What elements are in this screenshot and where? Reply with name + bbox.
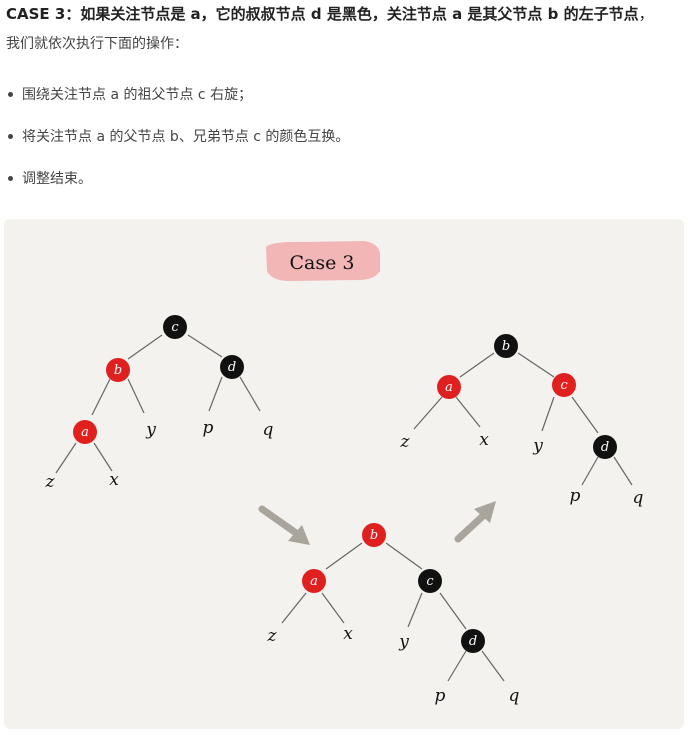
- tree-node: c: [552, 373, 576, 397]
- leaf-label: y: [532, 436, 543, 456]
- svg-text:a: a: [310, 574, 318, 589]
- tree3-edges: [413, 352, 633, 486]
- tree3-leaves: z x y p q: [400, 430, 644, 508]
- svg-text:d: d: [228, 360, 236, 375]
- leaf-label: x: [109, 470, 119, 490]
- step-text: 调整结束。: [22, 171, 92, 187]
- case-label: Case 3: [290, 252, 355, 274]
- tree-node: a: [437, 375, 461, 399]
- leaf-label: p: [570, 486, 581, 506]
- tree1-nodes: c b d a: [73, 315, 244, 444]
- leaf-label: y: [398, 632, 409, 652]
- leaf-label: q: [263, 420, 274, 440]
- svg-text:c: c: [560, 378, 568, 393]
- svg-text:b: b: [370, 528, 378, 543]
- svg-text:d: d: [469, 634, 477, 649]
- heading-tail: ，: [638, 5, 654, 23]
- tree1-edges: [55, 334, 261, 474]
- list-item: 调整结束。: [0, 168, 349, 210]
- svg-text:d: d: [601, 440, 609, 455]
- tree-node: d: [220, 355, 244, 379]
- bullet-icon: [8, 92, 13, 97]
- svg-text:a: a: [445, 380, 453, 395]
- arrow-down-right-icon: [258, 505, 310, 545]
- tree-node: d: [461, 629, 485, 653]
- leaf-label: x: [343, 624, 353, 644]
- section-heading: CASE 3：如果关注节点是 a，它的叔叔节点 d 是黑色，关注节点 a 是其父…: [6, 4, 686, 24]
- rotation-diagram: Case 3 c b d a y p q z x: [4, 219, 684, 729]
- arrow-up-right-icon: [454, 501, 496, 543]
- tree2-nodes: b a c d: [302, 523, 485, 653]
- step-text: 将关注节点 a 的父节点 b、兄弟节点 c 的颜色互换。: [22, 129, 350, 145]
- tree-node: b: [494, 334, 518, 358]
- svg-text:b: b: [114, 363, 122, 378]
- bullet-icon: [8, 176, 13, 181]
- tree3-nodes: b a c d: [437, 334, 617, 459]
- tree2-edges: [281, 542, 505, 682]
- svg-text:c: c: [171, 320, 179, 335]
- list-item: 将关注节点 a 的父节点 b、兄弟节点 c 的颜色互换。: [0, 126, 349, 168]
- list-item: 围绕关注节点 a 的祖父节点 c 右旋；: [0, 84, 349, 126]
- svg-text:b: b: [502, 339, 510, 354]
- tree-node: c: [418, 569, 442, 593]
- tree-node: c: [163, 315, 187, 339]
- tree2-leaves: z x y p q: [267, 624, 520, 706]
- leaf-label: y: [145, 420, 156, 440]
- diagram-canvas: Case 3 c b d a y p q z x: [45, 241, 644, 706]
- tree-node: a: [302, 569, 326, 593]
- leaf-label: p: [435, 686, 446, 706]
- leaf-label: q: [633, 488, 644, 508]
- leaf-label: z: [400, 432, 411, 452]
- leaf-label: z: [267, 626, 278, 646]
- leaf-label: x: [479, 430, 489, 450]
- steps-list: 围绕关注节点 a 的祖父节点 c 右旋； 将关注节点 a 的父节点 b、兄弟节点…: [0, 84, 349, 210]
- step-text: 围绕关注节点 a 的祖父节点 c 右旋；: [22, 87, 253, 103]
- heading-bold: CASE 3：如果关注节点是 a，它的叔叔节点 d 是黑色，关注节点 a 是其父…: [6, 5, 639, 23]
- tree-node: a: [73, 420, 97, 444]
- tree-node: b: [362, 523, 386, 547]
- tree1-leaves: y p q z x: [45, 418, 274, 492]
- leaf-label: q: [509, 686, 520, 706]
- intro-line: 我们就依次执行下面的操作：: [6, 36, 188, 52]
- leaf-label: p: [203, 418, 214, 438]
- leaf-label: z: [45, 472, 56, 492]
- svg-text:c: c: [426, 574, 434, 589]
- tree-node: d: [593, 435, 617, 459]
- svg-text:a: a: [81, 425, 89, 440]
- case-tag: Case 3: [266, 241, 380, 282]
- tree-node: b: [106, 358, 130, 382]
- bullet-icon: [8, 134, 13, 139]
